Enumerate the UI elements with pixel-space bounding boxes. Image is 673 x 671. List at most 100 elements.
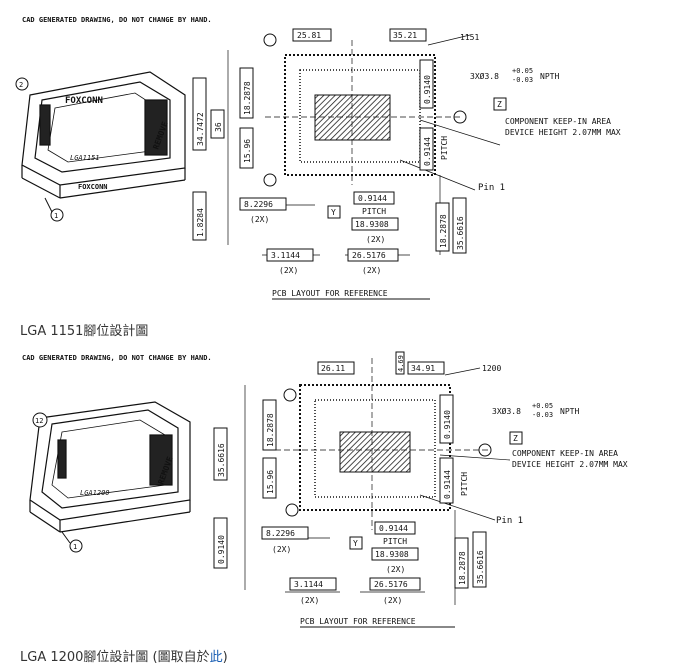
dim-8: 8.2296 — [244, 200, 273, 209]
pcb-layout-2 — [244, 358, 511, 605]
callout-bottom-number-2: 1 — [73, 543, 77, 551]
dim-box-35-2 — [213, 427, 228, 481]
dim-box-09144v-2 — [439, 457, 454, 504]
caption-lga1200-text: LGA 1200腳位設計圖 (圖取自於 — [20, 650, 210, 665]
dim-box-189 — [351, 217, 399, 231]
pitch-horizontal: PITCH — [362, 207, 386, 216]
dim-top-left-2: 26.11 — [321, 364, 345, 373]
drawing-footer-2: PCB LAYOUT FOR REFERENCE — [300, 617, 416, 626]
tol-minus: -0.03 — [512, 76, 533, 84]
dim-box-35b — [472, 531, 487, 588]
brand-label: FOXCONN — [65, 96, 103, 106]
dim-box-15 — [239, 127, 254, 169]
dim-box-top-left-2 — [317, 361, 355, 375]
drawing-header: CAD GENERATED DRAWING, DO NOT CHANGE BY … — [22, 16, 212, 24]
socket-number: 1151 — [460, 33, 479, 42]
datum-z-box-2 — [509, 431, 523, 445]
dim-box-35 — [452, 197, 467, 254]
keepin-line-2-2: DEVICE HEIGHT 2.07MM MAX — [512, 460, 628, 469]
caption-lga1151: LGA 1151腳位設計圖 — [20, 324, 149, 339]
pitch-horizontal-2: PITCH — [383, 537, 407, 546]
pitch-vertical: PITCH — [440, 136, 449, 160]
tol-minus-2: -0.03 — [532, 411, 553, 419]
socket-model-label-2: LGA1200 — [80, 489, 110, 497]
x2-c: (2X) — [279, 266, 298, 275]
dim-top-right: 35.21 — [393, 31, 417, 40]
keepin-line-1: COMPONENT KEEP-IN AREA — [505, 117, 611, 126]
callout-leader — [44, 197, 53, 213]
dim-box-top-left — [292, 28, 332, 42]
dim-0914left: 0.9140 — [217, 535, 226, 564]
dim-box-09144h-2 — [374, 521, 416, 535]
keepin-line-1-2: COMPONENT KEEP-IN AREA — [512, 449, 618, 458]
drawing-lga1200: CAD GENERATED DRAWING, DO NOT CHANGE BY … — [0, 340, 673, 640]
dim-09144v: 0.9144 — [423, 137, 432, 166]
dim-box-09144v — [419, 127, 434, 171]
dim-box-26-2 — [369, 577, 421, 591]
dim-box-09144h — [353, 191, 395, 205]
dim-box-3 — [266, 248, 314, 262]
dim-09144h-2: 0.9144 — [379, 524, 408, 533]
x2-d-2: (2X) — [383, 596, 402, 605]
pitch-vertical-2: PITCH — [460, 472, 469, 496]
dim-3-2: 3.1144 — [294, 580, 323, 589]
datum-z-box — [493, 97, 507, 111]
dim-18a-2: 18.2878 — [266, 413, 275, 447]
dim-box-0914left — [213, 517, 228, 569]
callout-circle-top — [15, 77, 29, 91]
dim-34: 34.7472 — [196, 112, 205, 146]
dim-box-top-right — [389, 28, 427, 42]
dim-box-15-2 — [262, 457, 277, 499]
tol-plus-2: +0.05 — [532, 402, 553, 410]
brand-bottom-label: FOXCONN — [78, 183, 108, 191]
lga1151-drawing-svg: CAD GENERATED DRAWING, DO NOT CHANGE BY … — [15, 16, 621, 300]
callout-top-number: 2 — [19, 81, 23, 89]
dim-18284: 1.8284 — [196, 208, 205, 237]
datum-z: Z — [497, 100, 502, 109]
dim-box-18a-2 — [262, 399, 277, 451]
dim-18a: 18.2878 — [243, 81, 252, 115]
dim-box-26 — [347, 248, 399, 262]
dim-box-8-2 — [261, 526, 309, 540]
pin1-label: Pin 1 — [478, 183, 505, 193]
dim-26: 26.5176 — [352, 251, 386, 260]
hole-note: 3XØ3.8 — [470, 71, 499, 81]
dim-15: 15.96 — [243, 139, 252, 163]
dim-35: 35.6616 — [456, 216, 465, 250]
dim-box-3-2 — [289, 577, 337, 591]
hole-note-2: 3XØ3.8 — [492, 406, 521, 416]
dim-8-2: 8.2296 — [266, 529, 295, 538]
x2-a: (2X) — [250, 215, 269, 224]
socket-illustration — [21, 71, 186, 199]
callout-bottom-number: 1 — [54, 212, 58, 220]
dim-box-top-right-2 — [407, 361, 445, 375]
datum-z-2: Z — [513, 434, 518, 443]
dim-box-8 — [239, 197, 287, 211]
socket-number-2: 1200 — [482, 364, 501, 373]
callout-circle-bottom-2 — [69, 539, 83, 553]
x2-b: (2X) — [366, 235, 385, 244]
dim-26-2: 26.5176 — [374, 580, 408, 589]
socket-illustration-2 — [29, 401, 191, 533]
x2-c-2: (2X) — [300, 596, 319, 605]
drawing-lga1151: CAD GENERATED DRAWING, DO NOT CHANGE BY … — [0, 0, 673, 312]
datum-y: Y — [331, 208, 336, 217]
callout-circle-bottom — [50, 208, 64, 222]
dim-box-18a — [239, 67, 254, 119]
dim-box-34 — [192, 77, 207, 151]
dim-box-18b — [435, 202, 450, 252]
drawing-footer: PCB LAYOUT FOR REFERENCE — [272, 289, 388, 298]
dim-box-small — [395, 351, 405, 375]
dim-35-2: 35.6616 — [217, 443, 226, 477]
caption-lga1200-close: ) — [222, 650, 228, 665]
x2-d: (2X) — [362, 266, 381, 275]
source-link[interactable]: 此 — [209, 650, 223, 665]
tol-plus: +0.05 — [512, 67, 533, 75]
socket-model-label: LGA1151 — [70, 154, 100, 162]
callout-circle-top-2 — [32, 412, 48, 428]
dim-box-0914a-2 — [439, 394, 454, 444]
dim-box-18284 — [192, 191, 207, 241]
lga1200-drawing-svg: CAD GENERATED DRAWING, DO NOT CHANGE BY … — [22, 351, 628, 628]
dim-09144h: 0.9144 — [358, 194, 387, 203]
npth-label-2: NPTH — [560, 407, 579, 416]
